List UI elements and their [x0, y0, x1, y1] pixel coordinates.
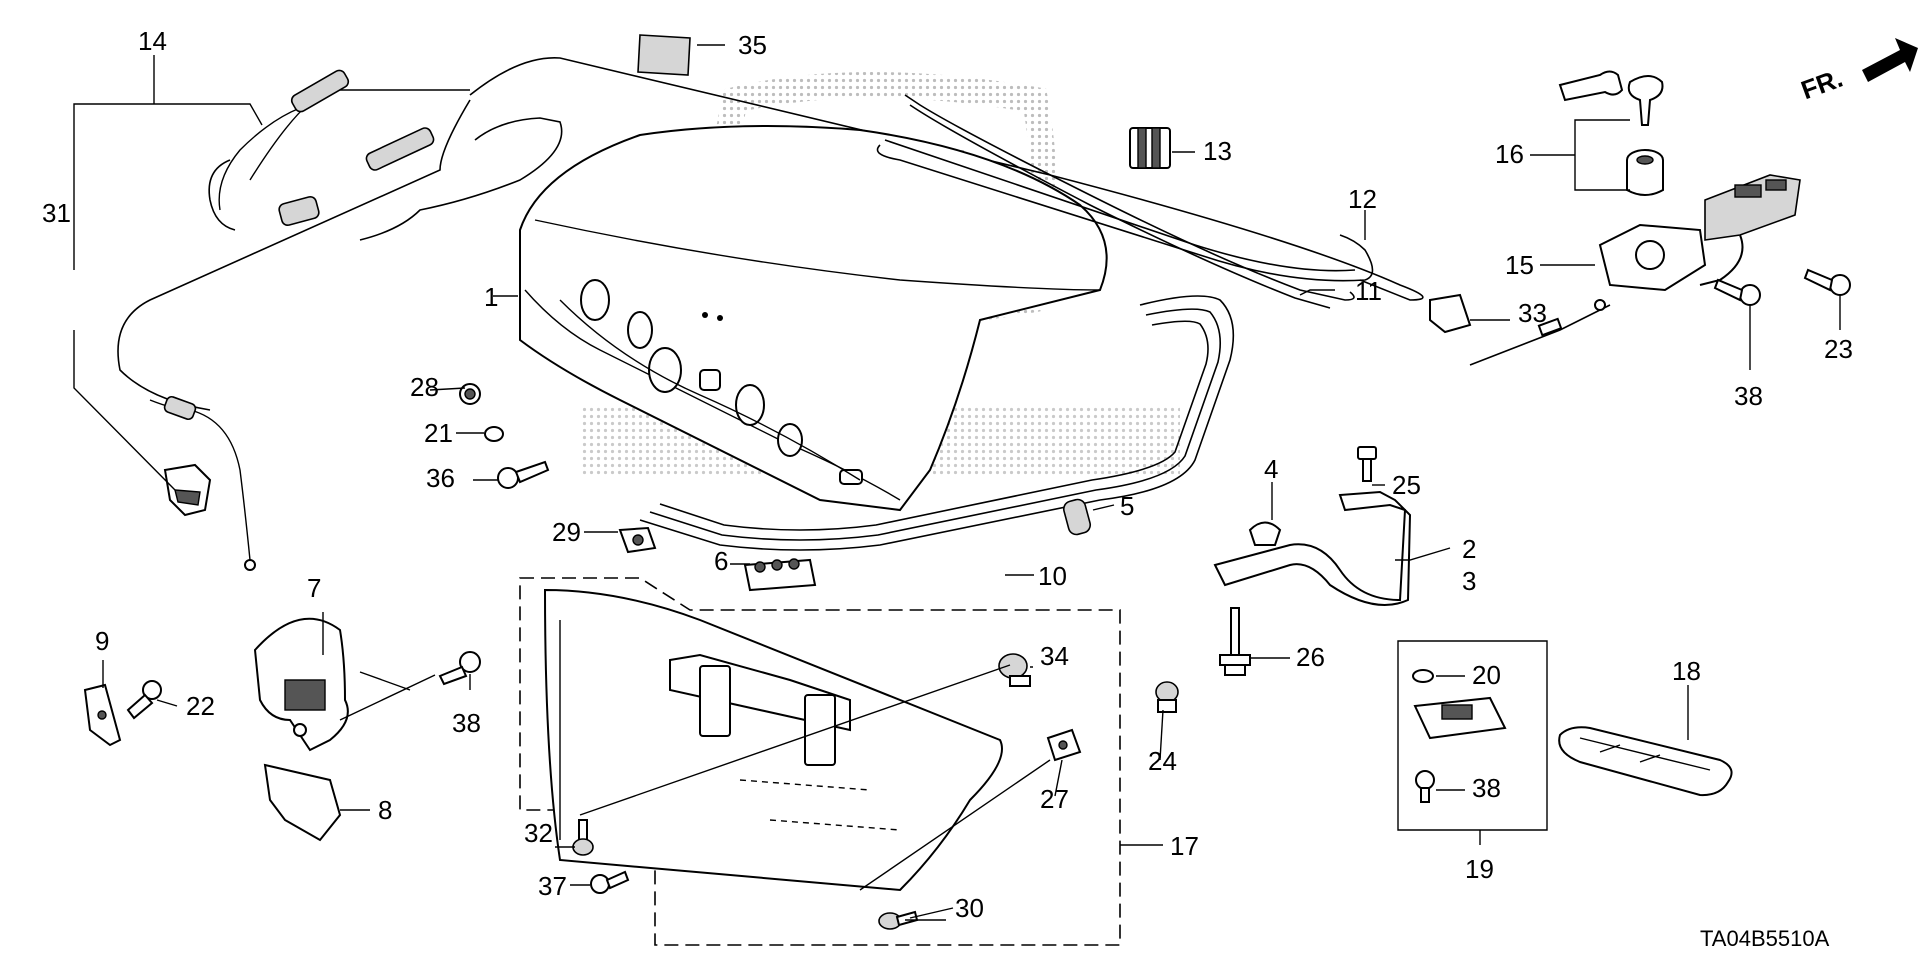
- trunk-opener-cable: [117, 57, 1424, 571]
- trunk-torsion-rods: [876, 94, 1374, 309]
- bolt-26: [1219, 607, 1251, 676]
- callout-12: 12: [1348, 184, 1377, 214]
- part-5-bumper: [1062, 498, 1092, 536]
- callout-15: 15: [1505, 250, 1534, 280]
- cable-end-bracket: [163, 463, 212, 517]
- callout-30: 30: [955, 893, 984, 923]
- direction-label: FR.: [1797, 63, 1847, 106]
- callout-35: 35: [738, 30, 767, 60]
- bolt-23: [1803, 268, 1851, 296]
- part-33-clip: [1429, 293, 1472, 334]
- callout-38-latch: 38: [452, 708, 481, 738]
- trunk-weatherstrip: [639, 295, 1235, 551]
- callout-5: 5: [1120, 491, 1134, 521]
- callout-21: 21: [424, 418, 453, 448]
- diagram-code: TA04B5510A: [1700, 926, 1830, 951]
- callout-10: 10: [1038, 561, 1067, 591]
- trunk-light-group-frame: [1397, 640, 1548, 831]
- part-35-pad: [637, 34, 691, 76]
- part-28-nut: [459, 383, 481, 405]
- callout-31: 31: [42, 198, 71, 228]
- callout-27: 27: [1040, 784, 1069, 814]
- leader-lines: [73, 44, 1841, 921]
- trunk-hinge: [1213, 490, 1412, 606]
- trunk-lid: [519, 125, 1108, 512]
- screw-37: [590, 870, 630, 894]
- callout-32: 32: [524, 818, 553, 848]
- callout-1: 1: [484, 282, 498, 312]
- callout-13: 13: [1203, 136, 1232, 166]
- callout-36: 36: [426, 463, 455, 493]
- latch-leader-lines: [339, 671, 436, 721]
- part-29-clip: [618, 526, 657, 554]
- callout-17: 17: [1170, 831, 1199, 861]
- callout-25: 25: [1392, 470, 1421, 500]
- part-36-bolt: [497, 460, 550, 489]
- screw-38-light: [1415, 770, 1435, 803]
- key-cylinder: [1626, 149, 1664, 196]
- callout-29: 29: [552, 517, 581, 547]
- callout-2: 2: [1462, 534, 1476, 564]
- front-direction-arrow-icon: [1862, 38, 1918, 82]
- bolt-38-latch: [438, 651, 481, 686]
- bolt-38-lock: [1713, 278, 1761, 306]
- callout-7: 7: [307, 573, 321, 603]
- lock-link-rod: [1469, 299, 1611, 366]
- callout-26: 26: [1296, 642, 1325, 672]
- part-4-nut: [1248, 521, 1282, 546]
- callout-28: 28: [410, 372, 439, 402]
- callout-6: 6: [714, 546, 728, 576]
- trunk-light-lens: [1558, 726, 1733, 797]
- part-34-grommet: [998, 653, 1031, 687]
- callout-38-lock: 38: [1734, 381, 1763, 411]
- screw-32: [572, 819, 594, 856]
- trunk-light-base: [1413, 696, 1507, 740]
- callout-3: 3: [1462, 566, 1476, 596]
- part-6-bumper: [743, 558, 817, 592]
- callout-20: 20: [1472, 660, 1501, 690]
- part-21-o-ring: [484, 426, 504, 442]
- callout-23: 23: [1824, 334, 1853, 364]
- key-set: [1558, 70, 1664, 126]
- bolt-22: [126, 680, 162, 720]
- striker-9: [83, 683, 122, 747]
- trunk-latch: [253, 617, 349, 752]
- callout-16: 16: [1495, 139, 1524, 169]
- callout-4: 4: [1264, 454, 1278, 484]
- trunk-garnish: [543, 588, 1003, 892]
- callout-33: 33: [1518, 298, 1547, 328]
- callout-18: 18: [1672, 656, 1701, 686]
- part-24-grommet: [1155, 681, 1179, 713]
- callout-38-light: 38: [1472, 773, 1501, 803]
- part-27-clip: [1046, 728, 1082, 762]
- callout-37: 37: [538, 871, 567, 901]
- part-13-clip: [1129, 127, 1171, 169]
- callout-8: 8: [378, 795, 392, 825]
- part-20-clip: [1412, 669, 1434, 683]
- callout-22: 22: [186, 691, 215, 721]
- callout-34: 34: [1040, 641, 1069, 671]
- bolt-25: [1357, 446, 1377, 482]
- callout-19: 19: [1465, 854, 1494, 884]
- trunk-lock-assembly: [1598, 174, 1801, 292]
- callout-labels: 1 2 3 4 5 6 7 8 9 10 11 12 13 14 15 16 1…: [42, 26, 1853, 923]
- callout-9: 9: [95, 626, 109, 656]
- callout-11: 11: [1355, 276, 1382, 306]
- latch-bracket-8: [263, 763, 342, 842]
- callout-24: 24: [1148, 746, 1177, 776]
- trunk-garnish-group-frame: [519, 577, 1121, 946]
- callout-14: 14: [138, 26, 167, 56]
